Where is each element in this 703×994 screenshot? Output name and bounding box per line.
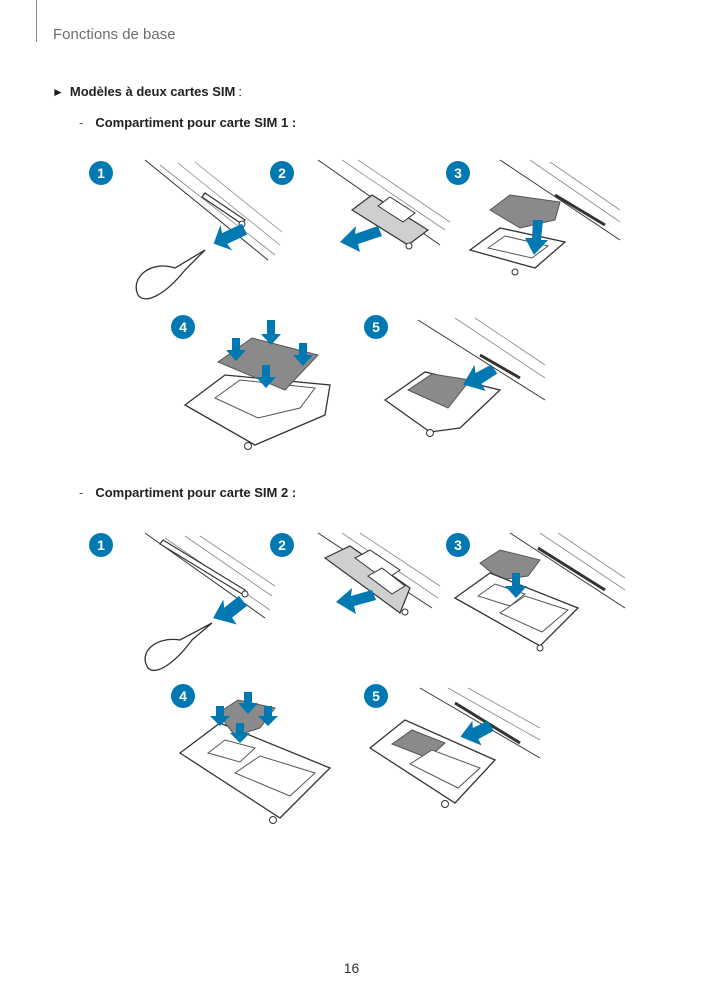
step-badge-2: 2 (270, 161, 294, 185)
subsection-sim1-text: Compartiment pour carte SIM 1 : (95, 115, 297, 130)
step-badge-1-label: 1 (97, 537, 105, 553)
triangle-bullet-icon: ► (52, 85, 64, 99)
section-heading-text: Modèles à deux cartes SIM (69, 84, 236, 99)
section-heading: ► Modèles à deux cartes SIM: (52, 84, 242, 99)
step-badge-4: 4 (171, 315, 195, 339)
step-badge-5-label: 5 (372, 688, 380, 704)
sim2-step3-figure (453, 532, 626, 652)
dash-bullet: - (79, 115, 84, 130)
step-badge-2-label: 2 (278, 537, 286, 553)
subsection-sim2-heading: -Compartiment pour carte SIM 2 : (79, 485, 296, 500)
step-badge-4-label: 4 (179, 688, 187, 704)
sim2-steps-illustration: 1 2 3 4 5 (89, 532, 626, 824)
section-heading-colon: : (238, 84, 242, 99)
step-badge-3: 3 (446, 533, 470, 557)
step-badge-5: 5 (364, 684, 388, 708)
step-badge-5-label: 5 (372, 319, 380, 335)
sim1-step5-figure (383, 317, 546, 437)
sim1-step3-figure (468, 159, 621, 276)
step-badge-2-label: 2 (278, 165, 286, 181)
step-badge-5: 5 (364, 315, 388, 339)
sim1-step1-figure (135, 159, 283, 300)
step-badge-3: 3 (446, 161, 470, 185)
subsection-sim1-heading: -Compartiment pour carte SIM 1 : (79, 115, 296, 130)
dash-bullet: - (79, 485, 84, 500)
step-badge-3-label: 3 (454, 165, 462, 181)
sim1-steps-illustration: 1 2 3 4 5 (89, 159, 621, 450)
sim2-step2-figure (317, 532, 441, 616)
step-badge-3-label: 3 (454, 537, 462, 553)
step-badge-4-label: 4 (179, 319, 187, 335)
step-badge-1: 1 (89, 533, 113, 557)
step-badge-2: 2 (270, 533, 294, 557)
sim2-step1-figure (144, 532, 276, 671)
sim1-step2-figure (317, 159, 451, 252)
page-header-title: Fonctions de base (53, 26, 176, 43)
step-badge-1: 1 (89, 161, 113, 185)
header-rule (36, 0, 37, 42)
subsection-sim2-text: Compartiment pour carte SIM 2 : (95, 485, 297, 500)
page-number: 16 (343, 960, 360, 976)
sim2-step5-figure (368, 687, 541, 808)
sim1-step4-figure (183, 320, 331, 450)
sim2-step4-figure (178, 692, 332, 824)
step-badge-4: 4 (171, 684, 195, 708)
step-badge-1-label: 1 (97, 165, 105, 181)
